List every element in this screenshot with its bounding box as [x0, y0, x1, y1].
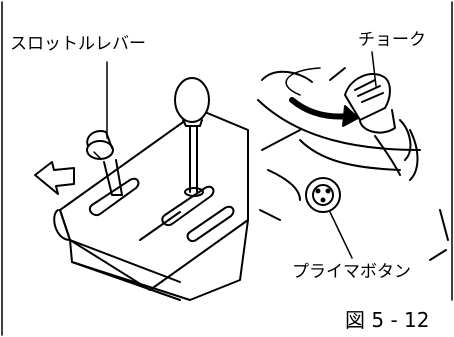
control-panel	[53, 109, 249, 301]
choke-label: チョーク	[358, 30, 426, 50]
primer-leader-line	[329, 211, 353, 259]
push-arrow	[34, 161, 75, 195]
primer-button-label: プライマボタン	[292, 262, 411, 282]
choke-knob	[344, 73, 412, 176]
throttle-lever	[86, 130, 123, 196]
primer-button	[305, 177, 341, 213]
shift-knob	[174, 77, 210, 197]
choke-leader-line	[371, 51, 377, 87]
throttle-lever-label: スロットルレバー	[10, 34, 146, 54]
rotation-arrow	[285, 67, 359, 127]
engine-body	[257, 67, 449, 261]
figure-number: 図 5 - 12	[345, 308, 430, 332]
